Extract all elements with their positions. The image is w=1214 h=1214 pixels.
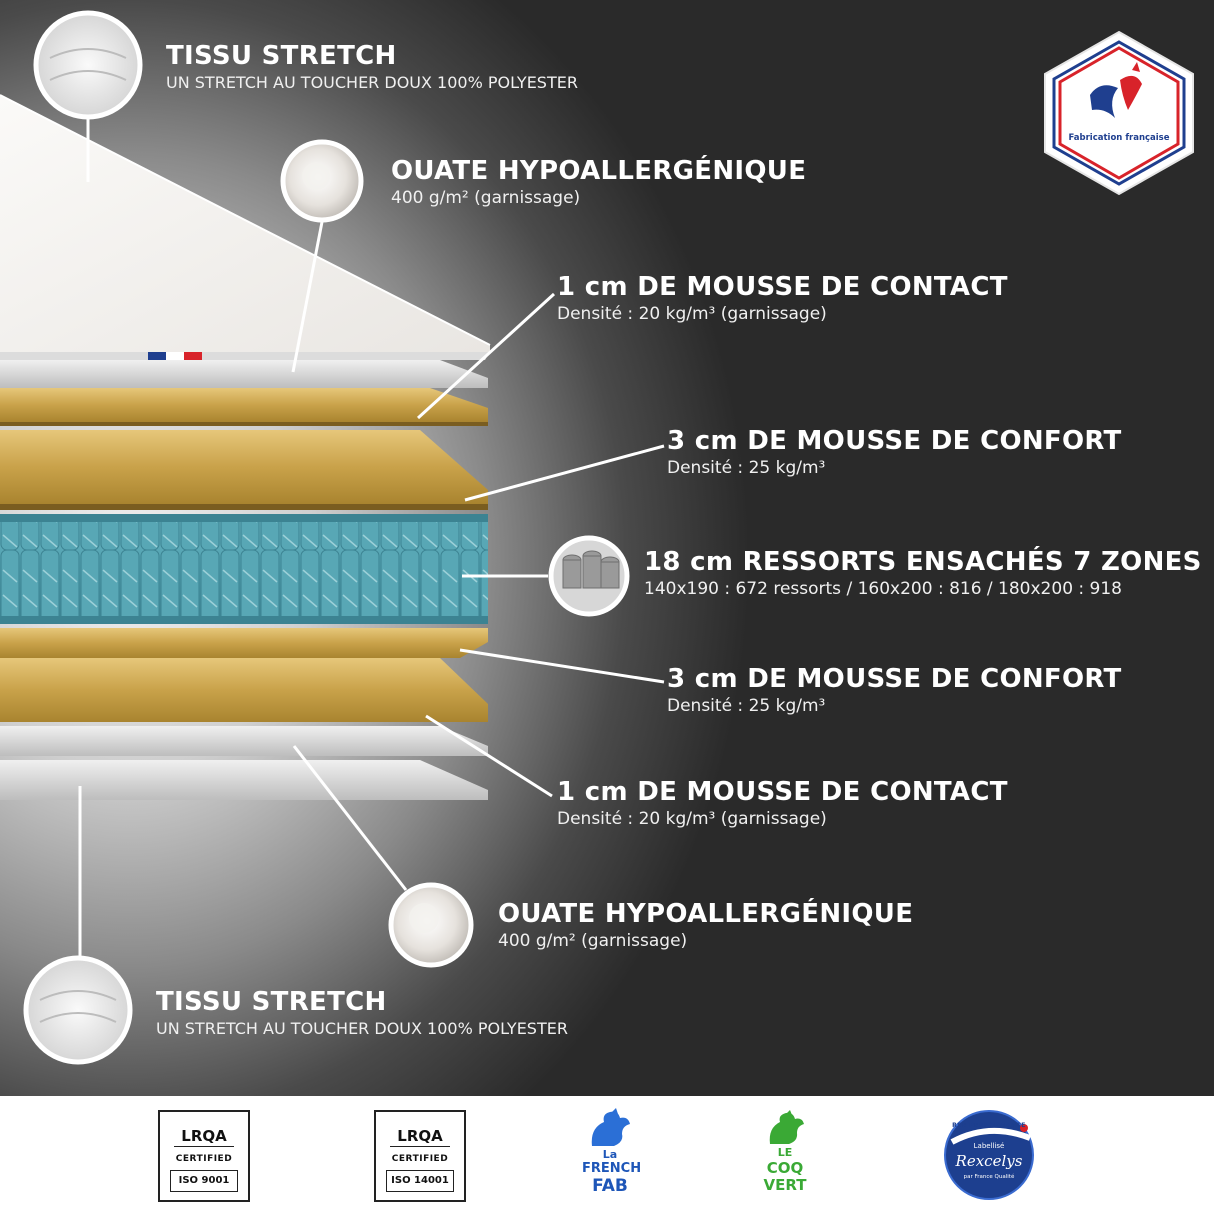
product-illustration: TISSU STRETCH UN STRETCH AU TOUCHER DOUX…	[0, 0, 1214, 1096]
layer-title: 1 cm DE MOUSSE DE CONTACT	[557, 272, 1008, 302]
green-rooster-icon	[769, 1110, 804, 1144]
rexcelys-name: Rexcelys	[955, 1152, 1023, 1170]
coq-vert-logo: LE COQ VERT	[760, 1110, 810, 1202]
layer-subtitle: Densité : 25 kg/m³	[667, 696, 826, 716]
layer-title: 1 cm DE MOUSSE DE CONTACT	[557, 777, 1008, 807]
cert-brand: LRQA	[174, 1126, 234, 1147]
layer-title: TISSU STRETCH	[166, 41, 397, 71]
french-fab-logo: La FRENCH FAB	[582, 1108, 642, 1204]
bottom-contact-foam	[0, 658, 488, 722]
bottom-ouate-layer	[0, 726, 488, 756]
thumb-tissu-bottom	[23, 955, 133, 1065]
french-fab-line2: FRENCH	[582, 1161, 642, 1176]
layer-title: TISSU STRETCH	[156, 987, 387, 1017]
bottom-fabric-layer	[0, 760, 488, 800]
cert-standard: ISO 14001	[386, 1170, 454, 1192]
layer-subtitle: Densité : 25 kg/m³	[667, 458, 826, 478]
label-tissu-top: TISSU STRETCH UN STRETCH AU TOUCHER DOUX…	[166, 40, 578, 94]
cert-status: CERTIFIED	[391, 1154, 449, 1164]
layer-title: 18 cm RESSORTS ENSACHÉS 7 ZONES	[644, 547, 1202, 577]
layer-subtitle: UN STRETCH AU TOUCHER DOUX 100% POLYESTE…	[166, 73, 578, 92]
label-contact-top: 1 cm DE MOUSSE DE CONTACT Densité : 20 k…	[557, 271, 1008, 325]
rexcelys-labelled: Labellisé	[973, 1142, 1005, 1150]
bottom-comfort-foam	[0, 628, 488, 658]
top-ouate-layer	[0, 360, 488, 388]
thumb-tissu-top	[33, 10, 143, 120]
rexcelys-top: RSE PERFORMANCE	[952, 1122, 1026, 1129]
label-ouate-top: OUATE HYPOALLERGÉNIQUE 400 g/m² (garniss…	[391, 155, 806, 209]
french-fab-line3: FAB	[592, 1176, 628, 1196]
thumb-ressorts	[548, 535, 630, 617]
rexcelys-seal-icon	[944, 1110, 1034, 1200]
cert-standard: ISO 9001	[170, 1170, 238, 1192]
top-contact-foam	[0, 388, 488, 422]
blue-rooster-icon	[591, 1108, 630, 1146]
layer-title: 3 cm DE MOUSSE DE CONFORT	[667, 664, 1122, 694]
rexcelys-logo: RSE PERFORMANCE Labellisé Rexcelys par F…	[942, 1108, 1036, 1202]
label-ouate-bottom: OUATE HYPOALLERGÉNIQUE 400 g/m² (garniss…	[498, 898, 913, 952]
pocket-springs-layer	[0, 514, 488, 624]
layer-subtitle: 140x190 : 672 ressorts / 160x200 : 816 /…	[644, 579, 1122, 599]
label-confort-top: 3 cm DE MOUSSE DE CONFORT Densité : 25 k…	[667, 425, 1122, 479]
layer-title: OUATE HYPOALLERGÉNIQUE	[391, 156, 807, 186]
certifications-footer: LRQA CERTIFIED ISO 9001 LRQA CERTIFIED I…	[0, 1096, 1214, 1214]
label-confort-bottom: 3 cm DE MOUSSE DE CONFORT Densité : 25 k…	[667, 663, 1122, 717]
top-fabric-layer	[0, 94, 491, 376]
thumb-ouate-bottom	[388, 882, 474, 968]
fabrication-francaise-badge	[1044, 30, 1194, 196]
coq-vert-line1: LE	[777, 1146, 793, 1159]
label-contact-bottom: 1 cm DE MOUSSE DE CONTACT Densité : 20 k…	[557, 776, 1008, 830]
thumb-ouate-top	[280, 139, 364, 223]
layer-title: OUATE HYPOALLERGÉNIQUE	[498, 899, 914, 929]
layer-subtitle: Densité : 20 kg/m³ (garnissage)	[557, 809, 827, 829]
label-tissu-bottom: TISSU STRETCH UN STRETCH AU TOUCHER DOUX…	[156, 986, 568, 1040]
badge-label: Fabrication française	[1068, 133, 1170, 143]
cert-brand: LRQA	[390, 1126, 450, 1147]
french-fab-line1: La	[602, 1148, 618, 1161]
connector-lines	[78, 118, 665, 958]
lrqa-iso9001-logo: LRQA CERTIFIED ISO 9001	[158, 1110, 250, 1202]
layer-subtitle: Densité : 20 kg/m³ (garnissage)	[557, 304, 827, 324]
layer-subtitle: UN STRETCH AU TOUCHER DOUX 100% POLYESTE…	[156, 1019, 568, 1038]
layer-subtitle: 400 g/m² (garnissage)	[498, 931, 688, 951]
top-comfort-foam	[0, 430, 488, 504]
coq-vert-line3: VERT	[763, 1176, 807, 1194]
lrqa-iso14001-logo: LRQA CERTIFIED ISO 14001	[374, 1110, 466, 1202]
layer-title: 3 cm DE MOUSSE DE CONFORT	[667, 426, 1122, 456]
cert-status: CERTIFIED	[175, 1154, 233, 1164]
mattress-layers-graphic	[0, 10, 1194, 1065]
rexcelys-by: par France Qualité	[963, 1174, 1015, 1180]
coq-vert-line2: COQ	[766, 1159, 804, 1177]
label-ressorts: 18 cm RESSORTS ENSACHÉS 7 ZONES 140x190 …	[644, 546, 1202, 600]
rooster-icon	[1090, 62, 1142, 118]
layer-subtitle: 400 g/m² (garnissage)	[391, 188, 581, 208]
